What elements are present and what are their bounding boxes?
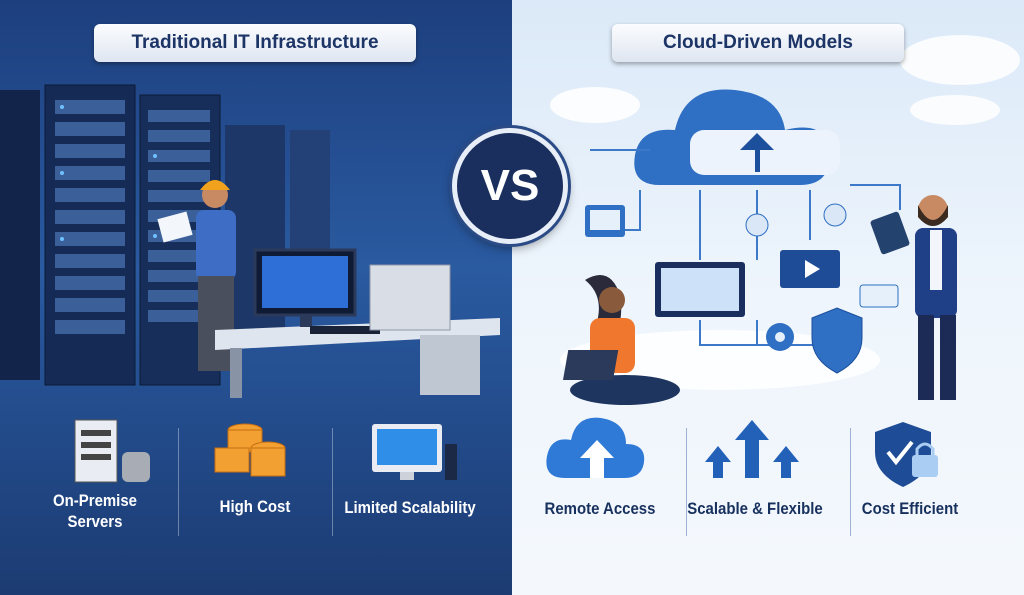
feature-on-premise-servers: On-Premise Servers xyxy=(38,490,152,532)
divider xyxy=(686,428,687,536)
feature-cost-efficient: Cost Efficient xyxy=(861,499,959,518)
feature-remote-access: Remote Access xyxy=(544,499,656,518)
woman-with-laptop xyxy=(562,275,680,405)
desktop-monitor-icon xyxy=(372,424,457,480)
arrows-up-icon xyxy=(705,420,799,478)
divider xyxy=(178,428,179,536)
divider xyxy=(332,428,333,536)
cloud-title: Cloud-Driven Models xyxy=(612,24,904,62)
technician xyxy=(157,180,236,371)
feature-scalable-flexible: Scalable & Flexible xyxy=(687,499,823,518)
feature-high-cost: High Cost xyxy=(219,497,291,516)
man-with-tablet xyxy=(870,195,957,400)
server-tower-icon xyxy=(74,419,150,483)
workstation xyxy=(215,248,500,398)
cloud-upload-main xyxy=(634,89,840,185)
coin-stack-icon xyxy=(214,423,286,477)
feature-label-line2: Servers xyxy=(67,512,123,531)
shield-lock-icon xyxy=(875,422,938,487)
device-icons xyxy=(585,203,899,374)
divider xyxy=(850,428,851,536)
server-racks xyxy=(0,84,330,386)
cloud-upload-icon xyxy=(546,417,645,478)
feature-limited-scalability: Limited Scalability xyxy=(344,498,476,517)
vs-badge: VS xyxy=(452,128,568,244)
feature-label-line1: On-Premise xyxy=(53,491,137,510)
traditional-title: Traditional IT Infrastructure xyxy=(94,24,416,62)
